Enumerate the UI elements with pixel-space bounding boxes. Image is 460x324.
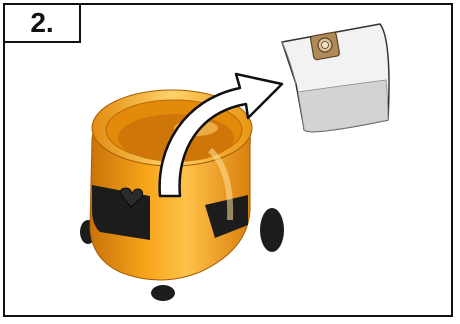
bag-collar-hole-inner (322, 42, 329, 49)
rear-wheel (260, 208, 284, 252)
filter-bag (282, 24, 389, 132)
front-caster (151, 285, 175, 301)
